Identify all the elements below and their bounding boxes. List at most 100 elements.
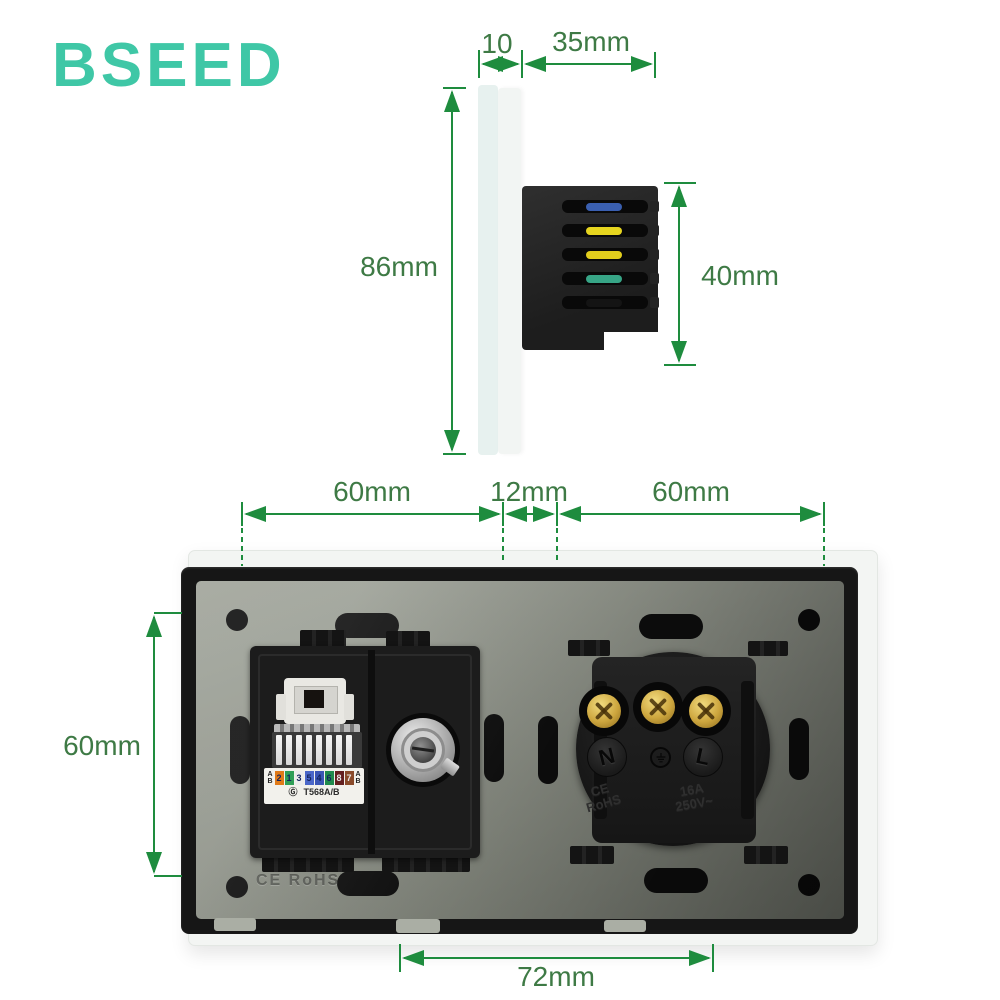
comb-tooth [346, 735, 352, 765]
terminal-slot [562, 272, 659, 285]
terminal-slot [562, 248, 659, 261]
screw-hole [226, 609, 248, 631]
slot-nub [650, 249, 659, 260]
keyhole-slot [789, 718, 809, 780]
dim-label-back-left-width: 60mm [333, 476, 411, 507]
cert-mark-icon: Ⓖ [288, 787, 298, 797]
mounting-claw [744, 846, 788, 864]
pin-side-b: B [267, 778, 273, 785]
screw-hole [798, 874, 820, 896]
dim-label-module-height: 40mm [701, 260, 779, 291]
terminal-slot [562, 224, 659, 237]
mounting-slot [644, 868, 708, 893]
keystone-wing [276, 694, 286, 720]
keystone-pin: 5 [304, 771, 314, 785]
mounting-claw [300, 630, 346, 648]
slot-nub [650, 225, 659, 236]
keystone-pin: 6 [324, 771, 334, 785]
slot-nub [650, 201, 659, 212]
pin-side-label: A B [356, 771, 361, 785]
mounting-claw [382, 856, 470, 872]
keystone-standard-row: Ⓖ T568A/B [266, 786, 362, 798]
comb-tooth [276, 735, 282, 765]
plate-ce-rohs-marking: CE RoHS [256, 872, 340, 890]
claw-foot [604, 920, 646, 932]
live-letter: L [693, 742, 713, 771]
comb-tooth [286, 735, 292, 765]
wire-insert [586, 275, 622, 283]
mounting-slot [337, 871, 399, 896]
claw-foot [396, 919, 440, 933]
dim-label-back-center-gap: 12mm [490, 476, 568, 507]
module-inner-frame [258, 654, 472, 850]
comb-tooth [336, 735, 342, 765]
screw-hole [798, 609, 820, 631]
socket-module-side-view [522, 186, 660, 352]
comb-tooth [326, 735, 332, 765]
wire-insert [586, 251, 622, 259]
keyhole-slot [484, 714, 504, 782]
mounting-claw [568, 640, 610, 656]
live-terminal-screw [689, 694, 723, 728]
dim-label-side-depth: 35mm [552, 26, 630, 57]
claw-foot [214, 918, 256, 931]
side-module-slots [562, 200, 659, 320]
mounting-claw [748, 641, 788, 656]
slot-nub [650, 273, 659, 284]
pin-side-label: A B [267, 771, 272, 785]
pin-side-a: A [355, 771, 361, 778]
comb-tooth [296, 735, 302, 765]
neutral-letter: N [596, 742, 618, 771]
keystone-standard-label: T568A/B [303, 787, 340, 797]
pin-side-b: B [355, 778, 361, 785]
brand-logo: BSEED [52, 31, 286, 100]
terminal-slot [562, 296, 659, 309]
keystone-contact-strip [274, 724, 360, 734]
keystone-pin: 4 [314, 771, 324, 785]
keystone-wing [344, 694, 354, 720]
dim-label-side-gap: 10 [481, 28, 513, 59]
keystone-pin: 8 [334, 771, 344, 785]
earth-terminal-icon [656, 752, 665, 762]
keyhole-slot [230, 716, 250, 784]
earth-symbol-badge [650, 747, 671, 768]
mounting-claw [570, 846, 614, 864]
neutral-terminal-screw [587, 694, 621, 728]
comb-tooth [306, 735, 312, 765]
mounting-claw [386, 631, 430, 648]
dim-label-back-right-width: 60mm [652, 476, 730, 507]
keyhole-slot [538, 716, 558, 784]
side-module-notch [604, 332, 660, 352]
keystone-pin: 1 [284, 771, 294, 785]
dim-label-back-mount-width: 72mm [517, 961, 595, 992]
neutral-marker: N [587, 737, 627, 777]
keystone-pin: 3 [294, 771, 304, 785]
wire-insert [586, 227, 622, 235]
wire-insert [586, 299, 622, 307]
side-glass-inner-layer [498, 88, 521, 454]
mounting-slot [639, 614, 703, 639]
pin-side-a: A [267, 771, 273, 778]
mounting-claw [262, 856, 354, 872]
screw-hole [226, 876, 248, 898]
wire-insert [586, 203, 622, 211]
terminal-slot [562, 200, 659, 213]
live-marker: L [683, 737, 723, 777]
coax-connector [386, 713, 460, 787]
earth-terminal-screw [641, 690, 675, 724]
module-divider [368, 650, 375, 854]
slot-nub [650, 297, 659, 308]
dim-label-side-height: 86mm [360, 251, 438, 282]
terminal-side-rail [741, 681, 754, 819]
rj45-punchdown-comb [272, 732, 362, 768]
keystone-pin: 2 [274, 771, 284, 785]
rj45-keystone-latch [284, 678, 346, 724]
side-glass-outer-layer [478, 85, 498, 455]
keystone-pin: 7 [344, 771, 354, 785]
dim-label-back-height: 60mm [63, 730, 141, 761]
keystone-latch-window [304, 690, 324, 708]
